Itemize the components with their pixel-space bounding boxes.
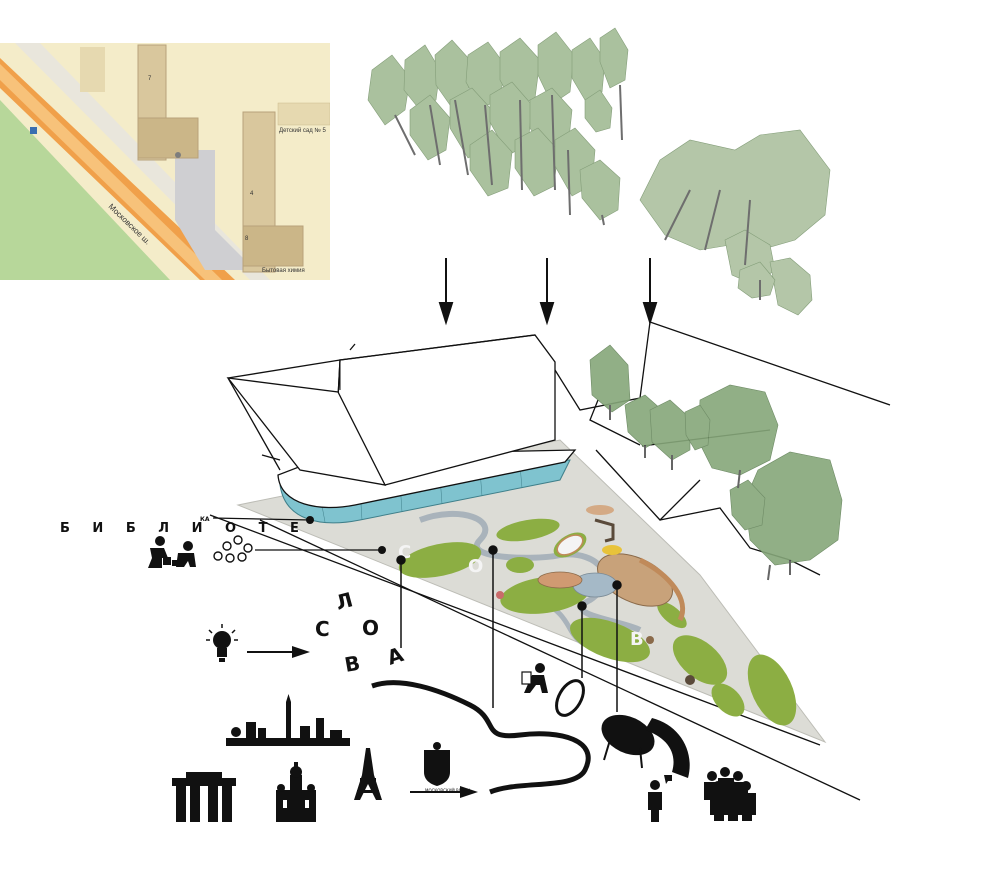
lightbulb-icon	[206, 624, 238, 662]
wavy-path	[371, 680, 591, 795]
kids-playing-icon	[148, 536, 196, 568]
plaza-letter: В	[630, 629, 644, 650]
reader-icon	[521, 663, 548, 693]
map-house-label: Бытовая химия	[262, 268, 305, 274]
crowd-icon	[704, 767, 756, 821]
arrow-down-icon	[438, 258, 658, 326]
coat-of-arms-text: МОСКОВСКИЙ РАЙОН	[425, 788, 470, 793]
map-kindergarten-label: Детский сад № 5	[279, 127, 326, 134]
bus-stop-icon	[30, 127, 37, 134]
circles-pattern-icon	[213, 535, 253, 563]
ring-shape	[555, 679, 585, 717]
library-label: Б И Б Л И О Т Е КА	[60, 516, 314, 536]
arch-gate-icon	[172, 772, 236, 822]
library-label-suffix: КА	[200, 516, 210, 523]
library-label-text: Б И Б Л И О Т Е	[60, 521, 308, 536]
skyline-icon	[226, 694, 350, 746]
word-letter: Л	[333, 587, 355, 614]
arrow-right-icon	[247, 646, 310, 658]
word-letter: А	[384, 642, 407, 670]
word-letter: С	[315, 617, 330, 641]
arrow-right-icon	[410, 786, 478, 798]
map-building-number: 7	[148, 76, 152, 82]
speaker-icon	[648, 775, 672, 822]
coat-of-arms-icon: МОСКОВСКИЙ РАЙОН	[424, 742, 470, 793]
location-map: Московское ш. Детский сад № 5 Бытовая хи…	[0, 43, 330, 280]
word-letter: В	[343, 651, 362, 677]
tree-cluster-icon	[589, 344, 843, 581]
plaza-letter: О	[468, 556, 483, 577]
map-building-number: 4	[250, 191, 254, 197]
map-building-number: 8	[245, 236, 249, 242]
cathedral-icon	[276, 762, 316, 822]
eiffel-tower-icon	[354, 748, 382, 800]
word-letter: О	[362, 616, 379, 640]
platform-shape	[601, 714, 690, 778]
library-building	[226, 334, 577, 524]
tree-cluster-icon	[367, 27, 831, 316]
